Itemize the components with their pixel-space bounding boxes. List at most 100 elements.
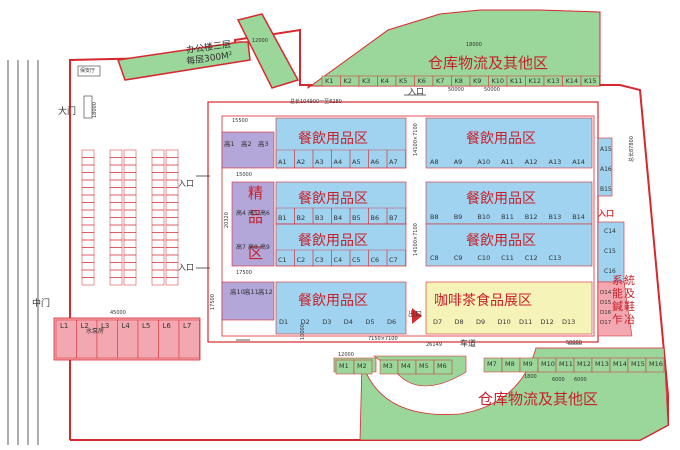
booth-label: C3 <box>315 256 324 264</box>
booth-label: D16 <box>600 310 612 316</box>
booth-label: D1 <box>279 318 289 326</box>
booth-label: C9 <box>453 254 463 262</box>
booth-label: B15 <box>600 186 612 193</box>
parking-space <box>109 209 123 218</box>
warehouse-bottom-cell-label: M5 <box>419 362 429 370</box>
warehouse-cell-label: K12 <box>528 77 542 85</box>
middle-gate-label: 中门 <box>32 299 51 309</box>
parking-space <box>165 164 179 173</box>
parking-space <box>123 164 137 173</box>
system-zone-char: 系 <box>612 274 623 287</box>
parking-space <box>81 277 95 286</box>
guard-label: 保安厅 <box>80 68 96 74</box>
parking-space <box>123 179 137 188</box>
parking-space <box>123 194 137 203</box>
booth-label: A10 <box>477 158 491 166</box>
parking-space <box>123 232 137 241</box>
parking-space <box>151 277 165 286</box>
booth-label: C10 <box>477 254 491 262</box>
parking-space <box>81 179 95 188</box>
road-label: 车道 <box>460 339 476 348</box>
warehouse-bottom-cell-label: M16 <box>649 360 663 368</box>
booth <box>386 149 406 169</box>
booth-label: B13 <box>548 213 562 221</box>
warehouse-bottom-cell-label: M15 <box>631 360 645 368</box>
l-cell <box>178 319 200 359</box>
warehouse-top-title: 仓库物流及其他区 <box>428 54 549 72</box>
booth-label: A15 <box>600 146 612 153</box>
office-building-wing <box>236 13 300 89</box>
parking-space <box>123 209 137 218</box>
parking-space <box>151 172 165 181</box>
dim-label: 18000 <box>466 42 482 48</box>
booth-label: D13 <box>562 318 576 326</box>
parking-space <box>165 262 179 271</box>
booth-label: A6 <box>370 158 380 166</box>
booth-label: C5 <box>352 256 361 264</box>
dim-label: 20320 <box>224 212 230 228</box>
booth-label: A14 <box>572 158 585 166</box>
premium-low <box>221 281 275 321</box>
premium-mid <box>231 181 275 267</box>
dim-label: 总长87800 <box>629 136 635 162</box>
booth-label: D8 <box>454 318 464 326</box>
dim-label: 45000 <box>110 310 126 316</box>
zone-c-right: 餐飲用品区 <box>466 233 536 249</box>
parking-space <box>81 224 95 233</box>
dim-label: 15000 <box>236 172 252 178</box>
parking-space <box>109 194 123 203</box>
parking-space <box>165 224 179 233</box>
premium-booth-label: 高9 <box>260 244 270 251</box>
road-lines <box>7 60 39 445</box>
parking-space <box>123 239 137 248</box>
booth-label: A12 <box>524 158 538 166</box>
l-cell-label: L6 <box>162 322 171 330</box>
warehouse-bottom-cell-label: M12 <box>577 360 591 368</box>
booth-label: A11 <box>501 158 514 166</box>
system-zone-char: 統 <box>624 274 635 287</box>
booth-label: A1 <box>278 158 287 166</box>
booth-label: D5 <box>365 318 375 326</box>
premium-booth-label: 高12 <box>258 288 273 296</box>
booth-label: B10 <box>477 213 491 221</box>
parking-space <box>81 254 95 263</box>
main-gate-marker <box>83 95 93 119</box>
booth-label: D11 <box>519 318 533 326</box>
system-zone <box>597 281 633 337</box>
zone-c-left: 餐飲用品区 <box>298 233 368 249</box>
entrance-left1-label: 入口 <box>178 179 194 188</box>
warehouse-bottom-cell-label: M7 <box>487 360 497 368</box>
dim-label: 12000 <box>252 38 268 44</box>
warehouse-cell-label: K14 <box>565 77 579 85</box>
dim-label: 50000 <box>566 340 582 346</box>
parking-space <box>165 194 179 203</box>
dim-label: 6000 <box>574 377 587 383</box>
booth-label: C15 <box>604 248 616 255</box>
booth-label: B2 <box>296 214 306 222</box>
system-zone-char: 及 <box>624 287 635 300</box>
l-cell-label: L2 <box>80 322 89 330</box>
parking-space <box>81 187 95 196</box>
parking-space <box>81 239 95 248</box>
parking-space <box>165 277 179 286</box>
parking-space <box>81 232 95 241</box>
zone-coffee: 咖啡茶食品展区 <box>434 293 532 309</box>
dim-label: 1800 <box>524 374 537 380</box>
parking-space <box>151 232 165 241</box>
zone-a-left: 餐飲用品区 <box>298 131 368 147</box>
warehouse-cell-label: K15 <box>584 77 597 85</box>
block-d-coffee <box>425 281 593 335</box>
premium-char-2: 品 <box>248 208 264 226</box>
block-a-left <box>275 117 407 169</box>
entrance-top-label: 入口 <box>408 87 424 96</box>
warehouse-cell-label: K10 <box>491 77 505 85</box>
zone-d-left: 餐飲用品区 <box>298 293 368 309</box>
parking-space <box>123 247 137 256</box>
warehouse-bottom-cell-label: M11 <box>559 360 573 368</box>
parking-space <box>81 209 95 218</box>
right-column-a <box>597 137 613 197</box>
parking-space <box>109 202 123 211</box>
l-warehouse-cells <box>55 319 200 359</box>
booth-label: C12 <box>524 254 538 262</box>
zone-b-right: 餐飲用品区 <box>466 191 536 207</box>
